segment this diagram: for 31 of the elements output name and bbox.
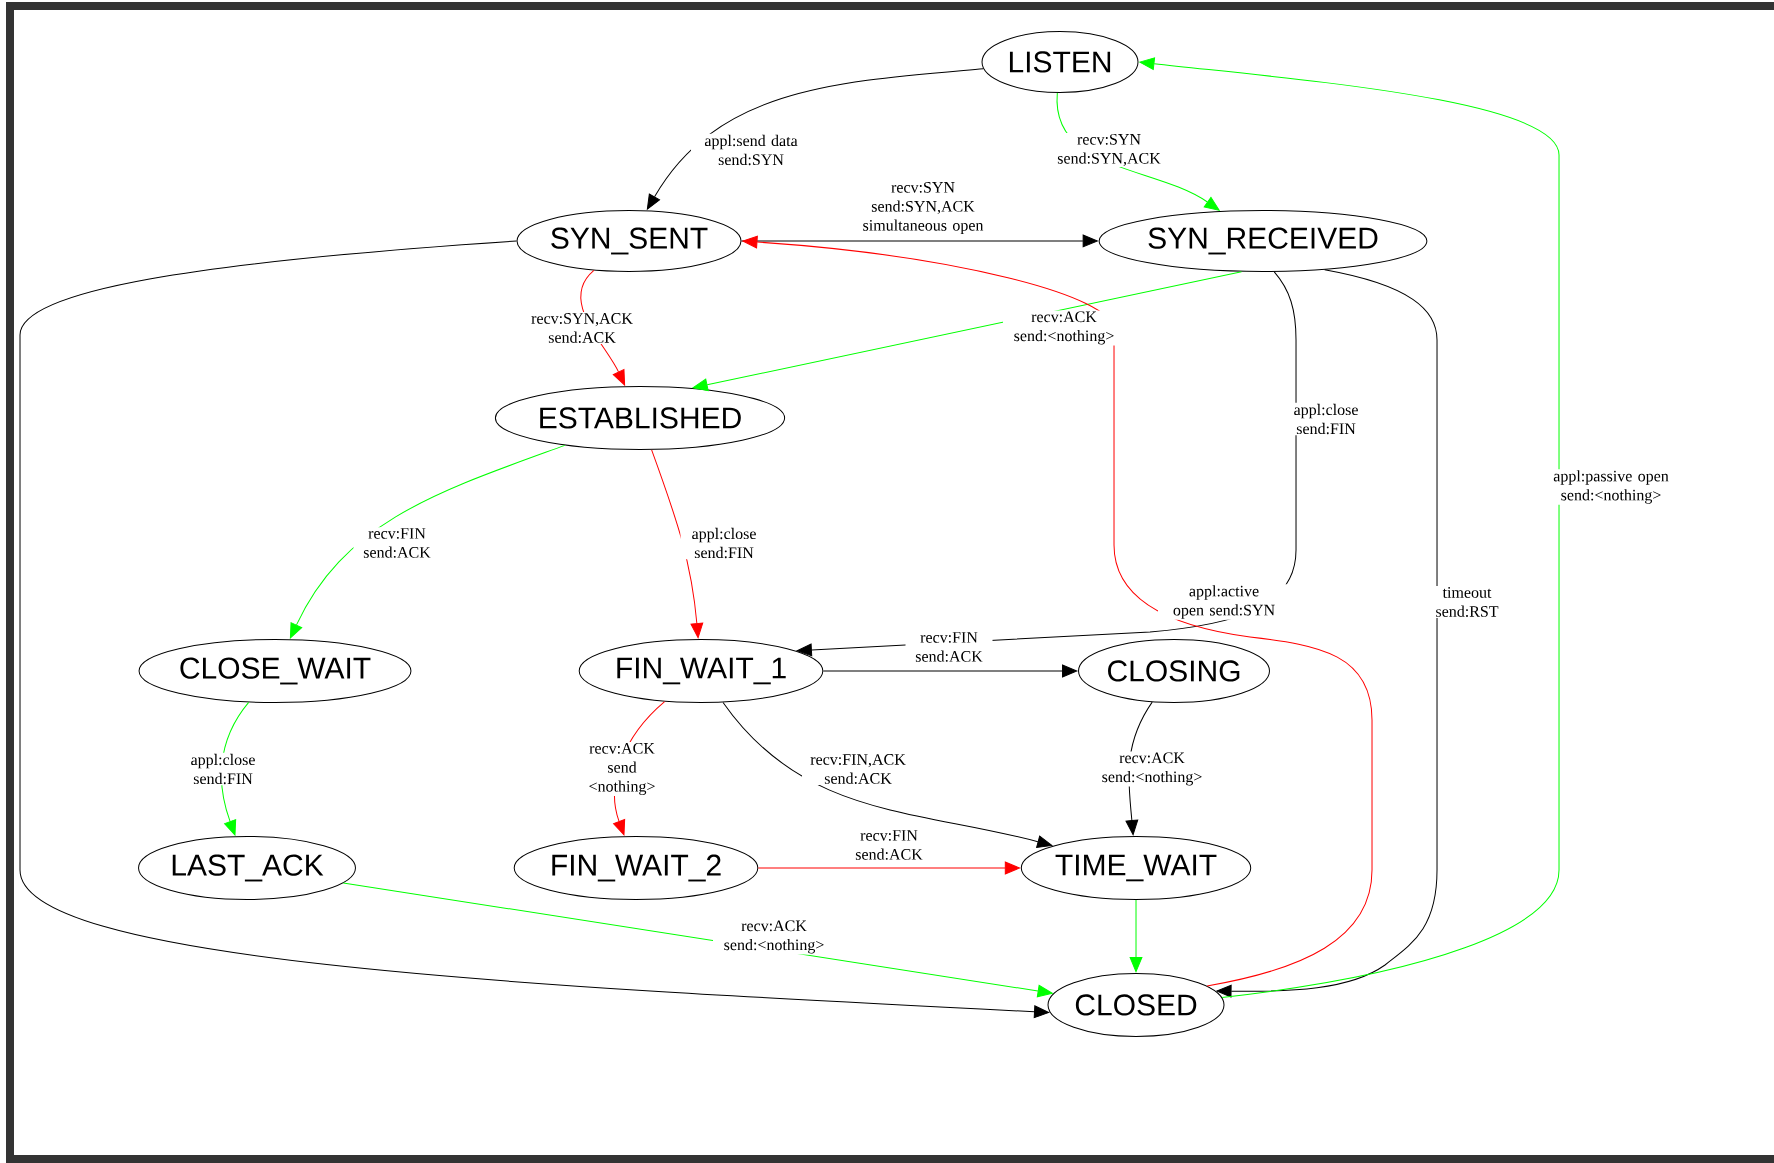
arrow [742,235,1373,987]
edge-label: timeout send:RST [1423,586,1511,618]
edge-label: recv:ACK send:<nothing> [1091,751,1213,787]
edge-label: appl:send data send:SYN [691,133,811,167]
edge-label: recv:ACK send:<nothing> [1003,310,1125,346]
edge-label: recv:SYN send:SYN,ACK [1049,132,1169,167]
arrow [1216,269,1438,998]
edge-label: recv:SYN,ACK send:ACK [523,312,641,344]
edge-label: appl:close send:FIN [179,752,267,786]
edge-label: appl:close send:FIN [1282,402,1370,436]
arrow [822,664,1078,678]
arrow [692,271,1242,392]
arrow [1139,57,1560,998]
edge-label: recv:FIN send:ACK [905,631,993,663]
edge-label: recv:ACK send:<nothing> [713,919,835,955]
edge-label: recv:FIN send:ACK [353,527,441,559]
arrow [19,240,1050,1019]
arrow [220,701,250,836]
edge-label: recv:SYN send:SYN,ACK simultaneous open [852,181,994,235]
arrow [646,68,984,210]
arrow [757,861,1020,875]
arrow [289,444,566,639]
edge-label: recv:FIN,ACK send:ACK [802,753,914,785]
edge-label: recv:FIN send:ACK [845,829,933,861]
edge-label: recv:ACK send <nothing> [581,741,663,796]
edge-label: appl:passive open send:<nothing> [1542,469,1680,505]
edge-label: appl:active open send:SYN [1158,584,1290,620]
edge-label: appl:close send:FIN [680,526,768,560]
arrow [651,449,704,639]
arrow [1129,899,1143,973]
arrow [722,701,1053,848]
